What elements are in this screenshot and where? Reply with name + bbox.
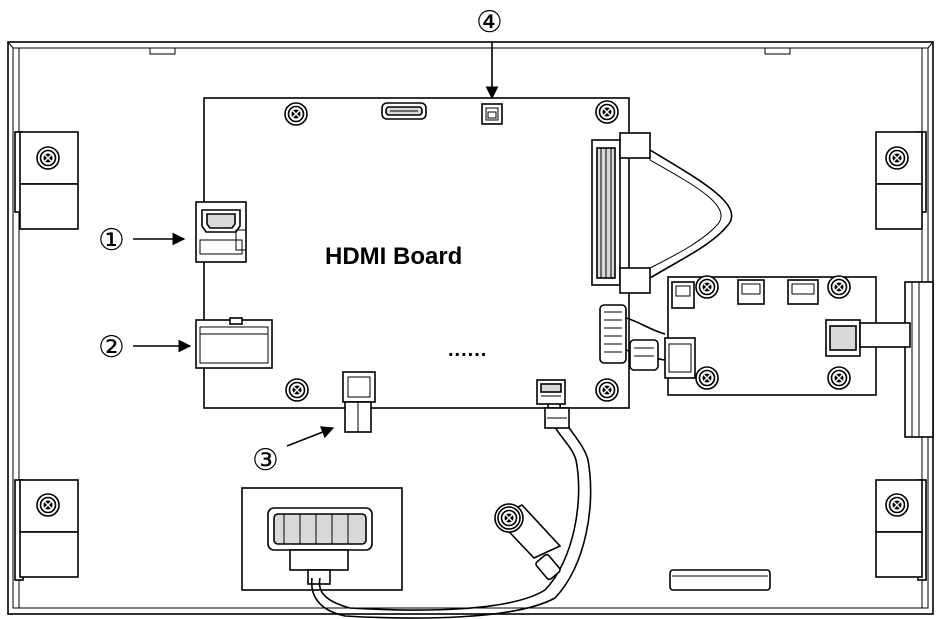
callout-3-number: ③ <box>252 443 279 478</box>
cable-clamp <box>494 503 562 581</box>
mounting-bracket-top-right <box>875 131 927 230</box>
board-label: HDMI Board <box>325 243 462 270</box>
hdmi-board <box>203 97 630 409</box>
callout-2-number: ② <box>98 330 125 365</box>
callout-2: ② <box>98 330 192 365</box>
mounting-bracket-bottom-right <box>875 479 927 581</box>
callout-3: ③ <box>252 426 335 478</box>
right-side-bracket <box>904 281 934 438</box>
component-3-connector <box>342 371 376 433</box>
board-cable-header <box>536 379 566 405</box>
callout-4: ④ <box>476 5 503 100</box>
secondary-board <box>664 275 911 396</box>
ffc-connector <box>591 132 651 294</box>
callout-1-number: ① <box>98 223 125 258</box>
top-board-connector <box>381 102 427 120</box>
mounting-bracket-bottom-left <box>14 479 79 581</box>
callout-4-number: ④ <box>476 5 503 40</box>
flex-cable <box>649 149 733 279</box>
bottom-connector-housing <box>241 487 403 591</box>
round-cable <box>310 403 592 619</box>
component-2-ethernet-jack <box>195 317 273 369</box>
mounting-bracket-top-left <box>14 131 79 230</box>
callout-3-arrow <box>286 426 335 447</box>
component-1-hdmi-port <box>195 201 247 263</box>
component-4-button <box>481 103 503 125</box>
board-to-board-connector <box>599 304 666 371</box>
dots-label: ...... <box>448 339 487 361</box>
callout-1: ① <box>98 223 186 258</box>
